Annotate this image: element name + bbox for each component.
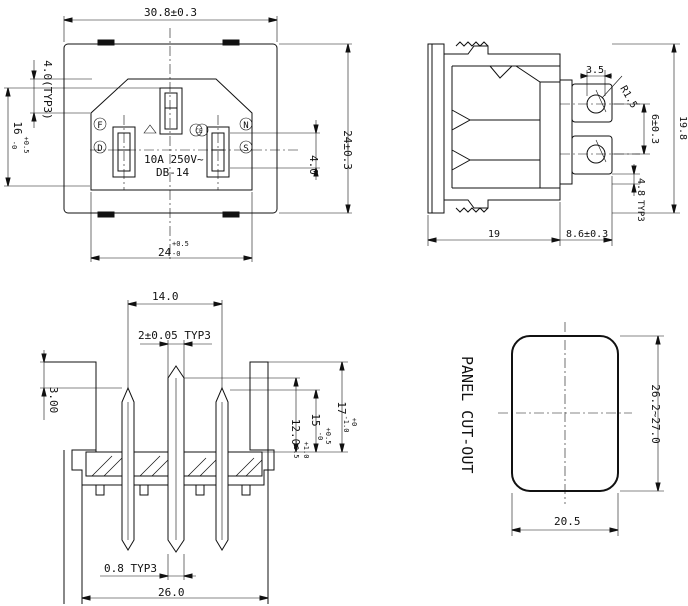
- dim-pin: 2±0.05 TYP3: [138, 329, 211, 342]
- dim-bottom-tol-upper: +0.5: [172, 240, 189, 248]
- dim-3: 3.00: [47, 387, 60, 414]
- bottom-view: 14.0 2±0.05 TYP3 3.00 12.0 +1.0 -0.5 15: [40, 290, 358, 604]
- dim-17-tol-upper: +0: [350, 418, 358, 426]
- dim-left-tol-lower: -0: [10, 141, 18, 149]
- dim-12-value: 12.0: [289, 419, 302, 446]
- dim-typ: 4.0(TYP3): [41, 60, 54, 120]
- dim-26: 26.0: [158, 586, 185, 599]
- dim-8-6: 8.6±0.3: [566, 229, 608, 240]
- mount-tab: [97, 211, 115, 218]
- front-view: F D N S CE 10A 250V~ DB-14 30.8±0.3 24±0…: [4, 6, 354, 262]
- cutout-width: 20.5: [554, 515, 581, 528]
- dim-12-tol-lower: -0.5: [292, 442, 300, 459]
- earth-slot-inner: [164, 92, 178, 130]
- dim-left-tol-upper: +0.5: [22, 137, 30, 154]
- panel-cutout-label: PANEL CUT-OUT: [458, 356, 476, 473]
- section-hatch: [91, 455, 263, 477]
- terminal-top: [571, 83, 613, 123]
- cutout-height: 26.2~27.0: [649, 384, 662, 444]
- triangle-icon: [143, 124, 157, 134]
- dim-bottom-value: 24: [158, 246, 172, 259]
- dim-left-value: 16: [11, 121, 24, 134]
- mount-tab: [222, 211, 240, 218]
- dim-15-tol-lower: -0: [316, 432, 324, 440]
- side-flange: [427, 43, 445, 214]
- terminal-base: [559, 79, 573, 185]
- model-text: DB-14: [156, 166, 189, 179]
- dim-bottom-tol-lower: -0: [172, 250, 180, 258]
- earth-slot: [159, 87, 183, 135]
- dim-15-tol-upper: +0.5: [324, 428, 332, 445]
- bottom-housing: [44, 361, 275, 604]
- mark-n: N: [243, 121, 248, 131]
- dim-right: 4.0: [307, 155, 320, 175]
- front-outline: [63, 43, 278, 214]
- mark-s: S: [243, 144, 248, 154]
- dim-17-value: 17: [335, 401, 348, 414]
- dim-19-8: 19.8: [677, 116, 688, 140]
- socket-face: [90, 78, 253, 191]
- side-body: [443, 45, 561, 209]
- dim-3-5: 3.5: [586, 65, 604, 76]
- mount-tab: [222, 39, 240, 46]
- terminal-bottom: [571, 135, 613, 175]
- dim-14: 14.0: [152, 290, 179, 303]
- side-view: 3.5 R1.5 6±0.3 19.8 4.8 TYP3 19: [427, 41, 688, 246]
- mark-d: D: [97, 144, 102, 154]
- dim-width: 30.8±0.3: [144, 6, 197, 19]
- dim-4-8: 4.8: [635, 178, 646, 196]
- dim-15-value: 15: [309, 413, 322, 426]
- dim-typ3: TYP3: [635, 200, 645, 222]
- dim-height: 24±0.3: [341, 130, 354, 170]
- cert-mark-icon: [189, 123, 203, 137]
- panel-cutout-view: PANEL CUT-OUT 26.2~27.0 20.5: [458, 322, 664, 536]
- dim-19: 19: [488, 229, 500, 240]
- dim-r1-5: R1.5: [617, 84, 639, 110]
- dim-0-8: 0.8 TYP3: [104, 562, 157, 575]
- mount-tab: [97, 39, 115, 46]
- dim-17-tol-lower: -1.0: [342, 416, 350, 433]
- rating-text: 10A 250V~: [144, 153, 204, 166]
- mark-f: F: [97, 121, 102, 131]
- dim-6: 6±0.3: [649, 114, 660, 144]
- mark-ce: CE: [195, 128, 203, 135]
- dim-12-tol-upper: +1.0: [302, 442, 310, 459]
